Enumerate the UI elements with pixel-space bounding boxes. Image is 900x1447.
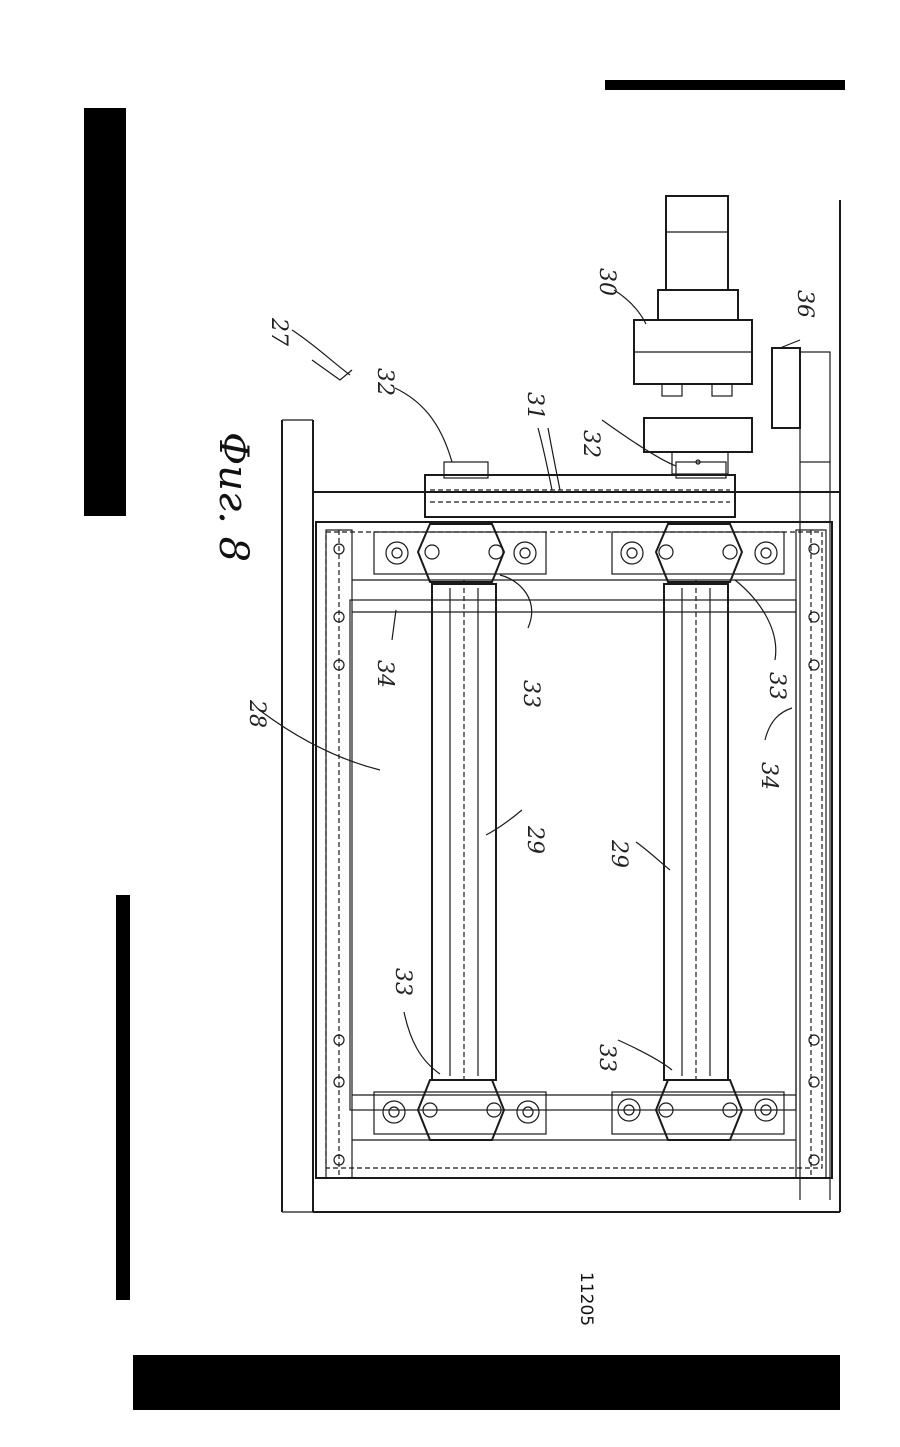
label-33-bottom-left: 33: [390, 968, 415, 996]
outer-frame: [282, 200, 840, 1212]
label-28: 28: [244, 699, 269, 728]
scan-bar-bottom: [133, 1355, 840, 1410]
roller-right: [664, 580, 728, 1084]
label-29-right: 29: [606, 839, 631, 868]
roller-left: [432, 580, 496, 1084]
top-plate-right: [612, 532, 784, 574]
cross-bars: [352, 580, 796, 1140]
scan-bar-top-right: [605, 80, 845, 90]
label-33-top-right: 33: [764, 672, 789, 700]
label-27: 27: [266, 317, 291, 346]
label-36: 36: [792, 290, 817, 318]
drive-belt: [425, 462, 735, 517]
label-32-top: 32: [372, 368, 397, 396]
motor-assembly: [634, 196, 752, 474]
label-34-right: 34: [756, 762, 781, 790]
label-30: 30: [594, 268, 619, 296]
page-number: 11205: [576, 1272, 596, 1326]
scan-bar-left-bottom: [116, 895, 130, 1300]
side-rail-left: [326, 530, 352, 1178]
scan-bar-left-top: [84, 108, 126, 516]
bearing-top-left: [418, 524, 504, 582]
inner-frame: [316, 522, 832, 1178]
label-31: 31: [522, 392, 547, 420]
bottom-plate-left: [374, 1092, 546, 1134]
bottom-plate-right: [612, 1092, 784, 1134]
label-33-top-left: 33: [518, 680, 543, 708]
top-plate-left: [374, 532, 546, 574]
label-29-left: 29: [522, 825, 547, 854]
bearing-top-right: [656, 524, 742, 582]
label-34-left: 34: [372, 660, 397, 688]
label-32-belt: 32: [578, 430, 603, 458]
label-33-bottom-right: 33: [594, 1044, 619, 1072]
figure-title: Фиг. 8: [210, 432, 256, 562]
